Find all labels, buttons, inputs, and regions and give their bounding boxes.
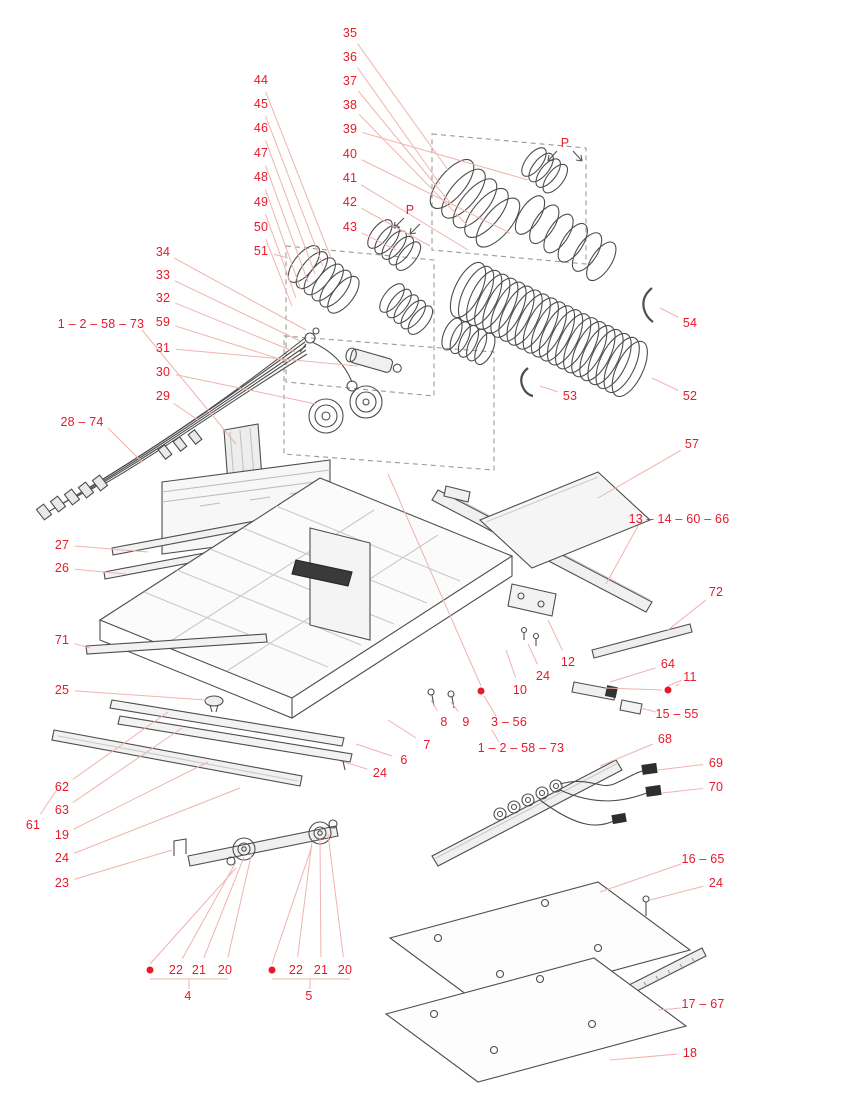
leader-line — [357, 90, 453, 206]
leader-line — [74, 545, 149, 553]
leader-line — [141, 329, 237, 445]
leader-line — [450, 701, 459, 712]
leader-line — [72, 711, 169, 780]
leader-line — [667, 599, 707, 631]
spring-cluster-right — [422, 143, 623, 286]
leader-line — [599, 743, 654, 767]
leader-line — [175, 374, 317, 405]
leader-line — [319, 837, 322, 958]
leader-line — [657, 1007, 682, 1011]
leader-line — [173, 402, 199, 421]
leader-line — [264, 189, 302, 291]
leader-line — [264, 165, 309, 283]
leader-line — [527, 643, 538, 665]
hook-parts — [520, 287, 654, 398]
base-plates — [384, 881, 707, 1083]
leader-line — [74, 643, 91, 649]
leader-line — [649, 885, 704, 901]
leader-line — [651, 377, 679, 391]
leader-line — [505, 649, 517, 678]
leader-line — [174, 280, 301, 342]
chassis — [98, 459, 693, 771]
large-coil-spring — [442, 256, 656, 403]
leader-line — [273, 253, 289, 259]
leader-line — [343, 761, 368, 770]
reference-dots — [146, 686, 672, 974]
leader-line — [265, 91, 332, 259]
valve-drive-assembly — [308, 347, 402, 434]
leader-line — [362, 132, 529, 181]
leader-line — [175, 348, 359, 367]
leader-line — [265, 238, 293, 307]
leader-line — [174, 302, 296, 353]
leader-line — [355, 743, 392, 757]
dashed-boundary-boxes — [283, 133, 587, 471]
leader-line — [547, 619, 563, 651]
leader-line — [203, 856, 245, 959]
leader-line — [605, 525, 639, 585]
leader-line — [74, 568, 127, 575]
leader-line — [640, 707, 657, 713]
left-rails — [51, 633, 353, 867]
leader-line — [39, 787, 59, 815]
leader-line — [358, 113, 469, 227]
diagram-art — [35, 133, 707, 1083]
leader-line — [74, 849, 173, 880]
leader-line — [609, 1053, 678, 1061]
leader-line — [661, 787, 704, 794]
reference-dot — [664, 686, 672, 694]
reference-dot — [146, 966, 154, 974]
leader-line — [297, 841, 313, 958]
leader-line — [597, 450, 681, 499]
leader-line — [72, 727, 183, 804]
leader-line — [175, 325, 290, 363]
leader-line — [360, 184, 469, 251]
leader-line — [73, 787, 241, 854]
switch-bar-cables — [431, 759, 662, 867]
reference-dot — [477, 687, 485, 695]
leader-line — [483, 695, 497, 717]
leader-lines — [39, 43, 707, 1061]
wire-harness — [35, 327, 353, 521]
spring-cluster-left — [282, 215, 500, 368]
leader-line — [361, 159, 511, 234]
leader-line — [430, 699, 438, 712]
leader-line — [361, 232, 397, 251]
leader-line — [174, 257, 307, 331]
leader-line — [74, 690, 207, 701]
leader-line — [609, 667, 656, 683]
leader-line — [227, 851, 253, 958]
leader-line — [675, 683, 680, 687]
callout-brackets — [149, 473, 683, 989]
leader-line — [491, 729, 500, 743]
leader-line — [181, 861, 237, 959]
leader-line — [73, 761, 209, 830]
leader-line — [387, 719, 417, 739]
leader-line — [357, 67, 441, 185]
reference-dot — [268, 966, 276, 974]
leader-line — [659, 307, 679, 318]
leader-line — [327, 833, 344, 958]
leader-line — [357, 43, 449, 171]
leader-line — [265, 140, 316, 275]
leader-line — [599, 863, 682, 893]
leader-line — [361, 207, 431, 247]
leader-line — [657, 764, 704, 771]
leader-line — [265, 115, 324, 267]
leader-line — [539, 385, 558, 393]
p-direction-arrows — [393, 150, 583, 235]
leader-line — [107, 427, 143, 463]
